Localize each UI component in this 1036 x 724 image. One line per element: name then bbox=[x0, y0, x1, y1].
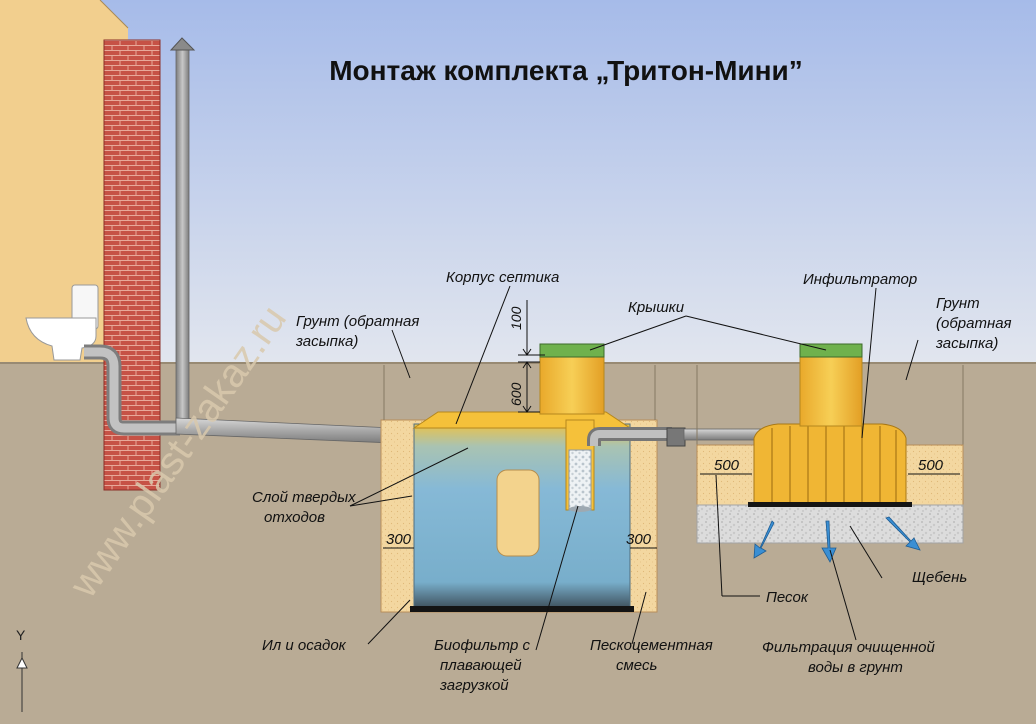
label-sand: Песок bbox=[766, 589, 809, 606]
page-title: Монтаж комплекта „Тритон-Мини” bbox=[329, 55, 803, 86]
label-sand-cement-2: смесь bbox=[616, 657, 657, 674]
toilet-icon bbox=[25, 284, 99, 361]
sky bbox=[0, 0, 1036, 366]
label-soil-left-2: засыпка) bbox=[295, 333, 358, 350]
infiltrator-shaft bbox=[799, 355, 863, 427]
label-septic-body: Корпус септика bbox=[446, 269, 559, 286]
dim-side-left: 300 bbox=[386, 531, 412, 548]
label-lids: Крышки bbox=[628, 299, 685, 316]
dim-side-right: 300 bbox=[626, 531, 652, 548]
pipe-coupling-right bbox=[666, 427, 686, 447]
label-silt: Ил и осадок bbox=[262, 637, 347, 654]
label-filtration-1: Фильтрация очищенной bbox=[762, 639, 935, 656]
filtration-arrows bbox=[753, 516, 921, 563]
label-soil-right-3: засыпка) bbox=[935, 335, 998, 352]
label-soil-right-1: Грунт bbox=[936, 295, 980, 312]
dim-lid-height: 100 bbox=[508, 306, 524, 330]
gravel-layer bbox=[696, 504, 964, 544]
label-infiltrator: Инфильтратор bbox=[803, 271, 917, 288]
dim-infil-right: 500 bbox=[918, 457, 944, 474]
silt-layer bbox=[410, 606, 634, 612]
label-biofilter-2: плавающей bbox=[440, 657, 522, 674]
axis-indicator-icon bbox=[16, 652, 28, 712]
infiltrator-body bbox=[753, 423, 907, 504]
biofilter bbox=[568, 449, 592, 511]
axis-label: Y bbox=[16, 627, 26, 643]
label-soil-left-1: Грунт (обратная bbox=[296, 313, 419, 330]
septic-lid bbox=[539, 343, 605, 358]
house-wall bbox=[0, 0, 128, 362]
brick-foundation bbox=[103, 39, 161, 491]
inner-partition bbox=[496, 469, 540, 557]
label-biofilter-3: загрузкой bbox=[439, 677, 509, 694]
label-solid-layer-1: Слой твердых bbox=[252, 489, 356, 506]
label-biofilter-1: Биофильтр с bbox=[434, 637, 531, 654]
label-gravel: Щебень bbox=[912, 569, 967, 586]
dim-depth: 600 bbox=[508, 382, 524, 406]
label-sand-cement-1: Пескоцементная bbox=[590, 637, 713, 654]
dimension-lines bbox=[383, 300, 657, 549]
label-filtration-2: воды в грунт bbox=[808, 659, 903, 676]
septic-shaft bbox=[539, 355, 605, 415]
leader-lines bbox=[349, 285, 919, 651]
vent-pipe bbox=[175, 45, 190, 423]
vent-cap-icon bbox=[169, 37, 196, 51]
dim-infil-left: 500 bbox=[714, 457, 740, 474]
label-soil-right-2: (обратная bbox=[936, 315, 1012, 332]
label-solid-layer-2: отходов bbox=[264, 509, 325, 526]
